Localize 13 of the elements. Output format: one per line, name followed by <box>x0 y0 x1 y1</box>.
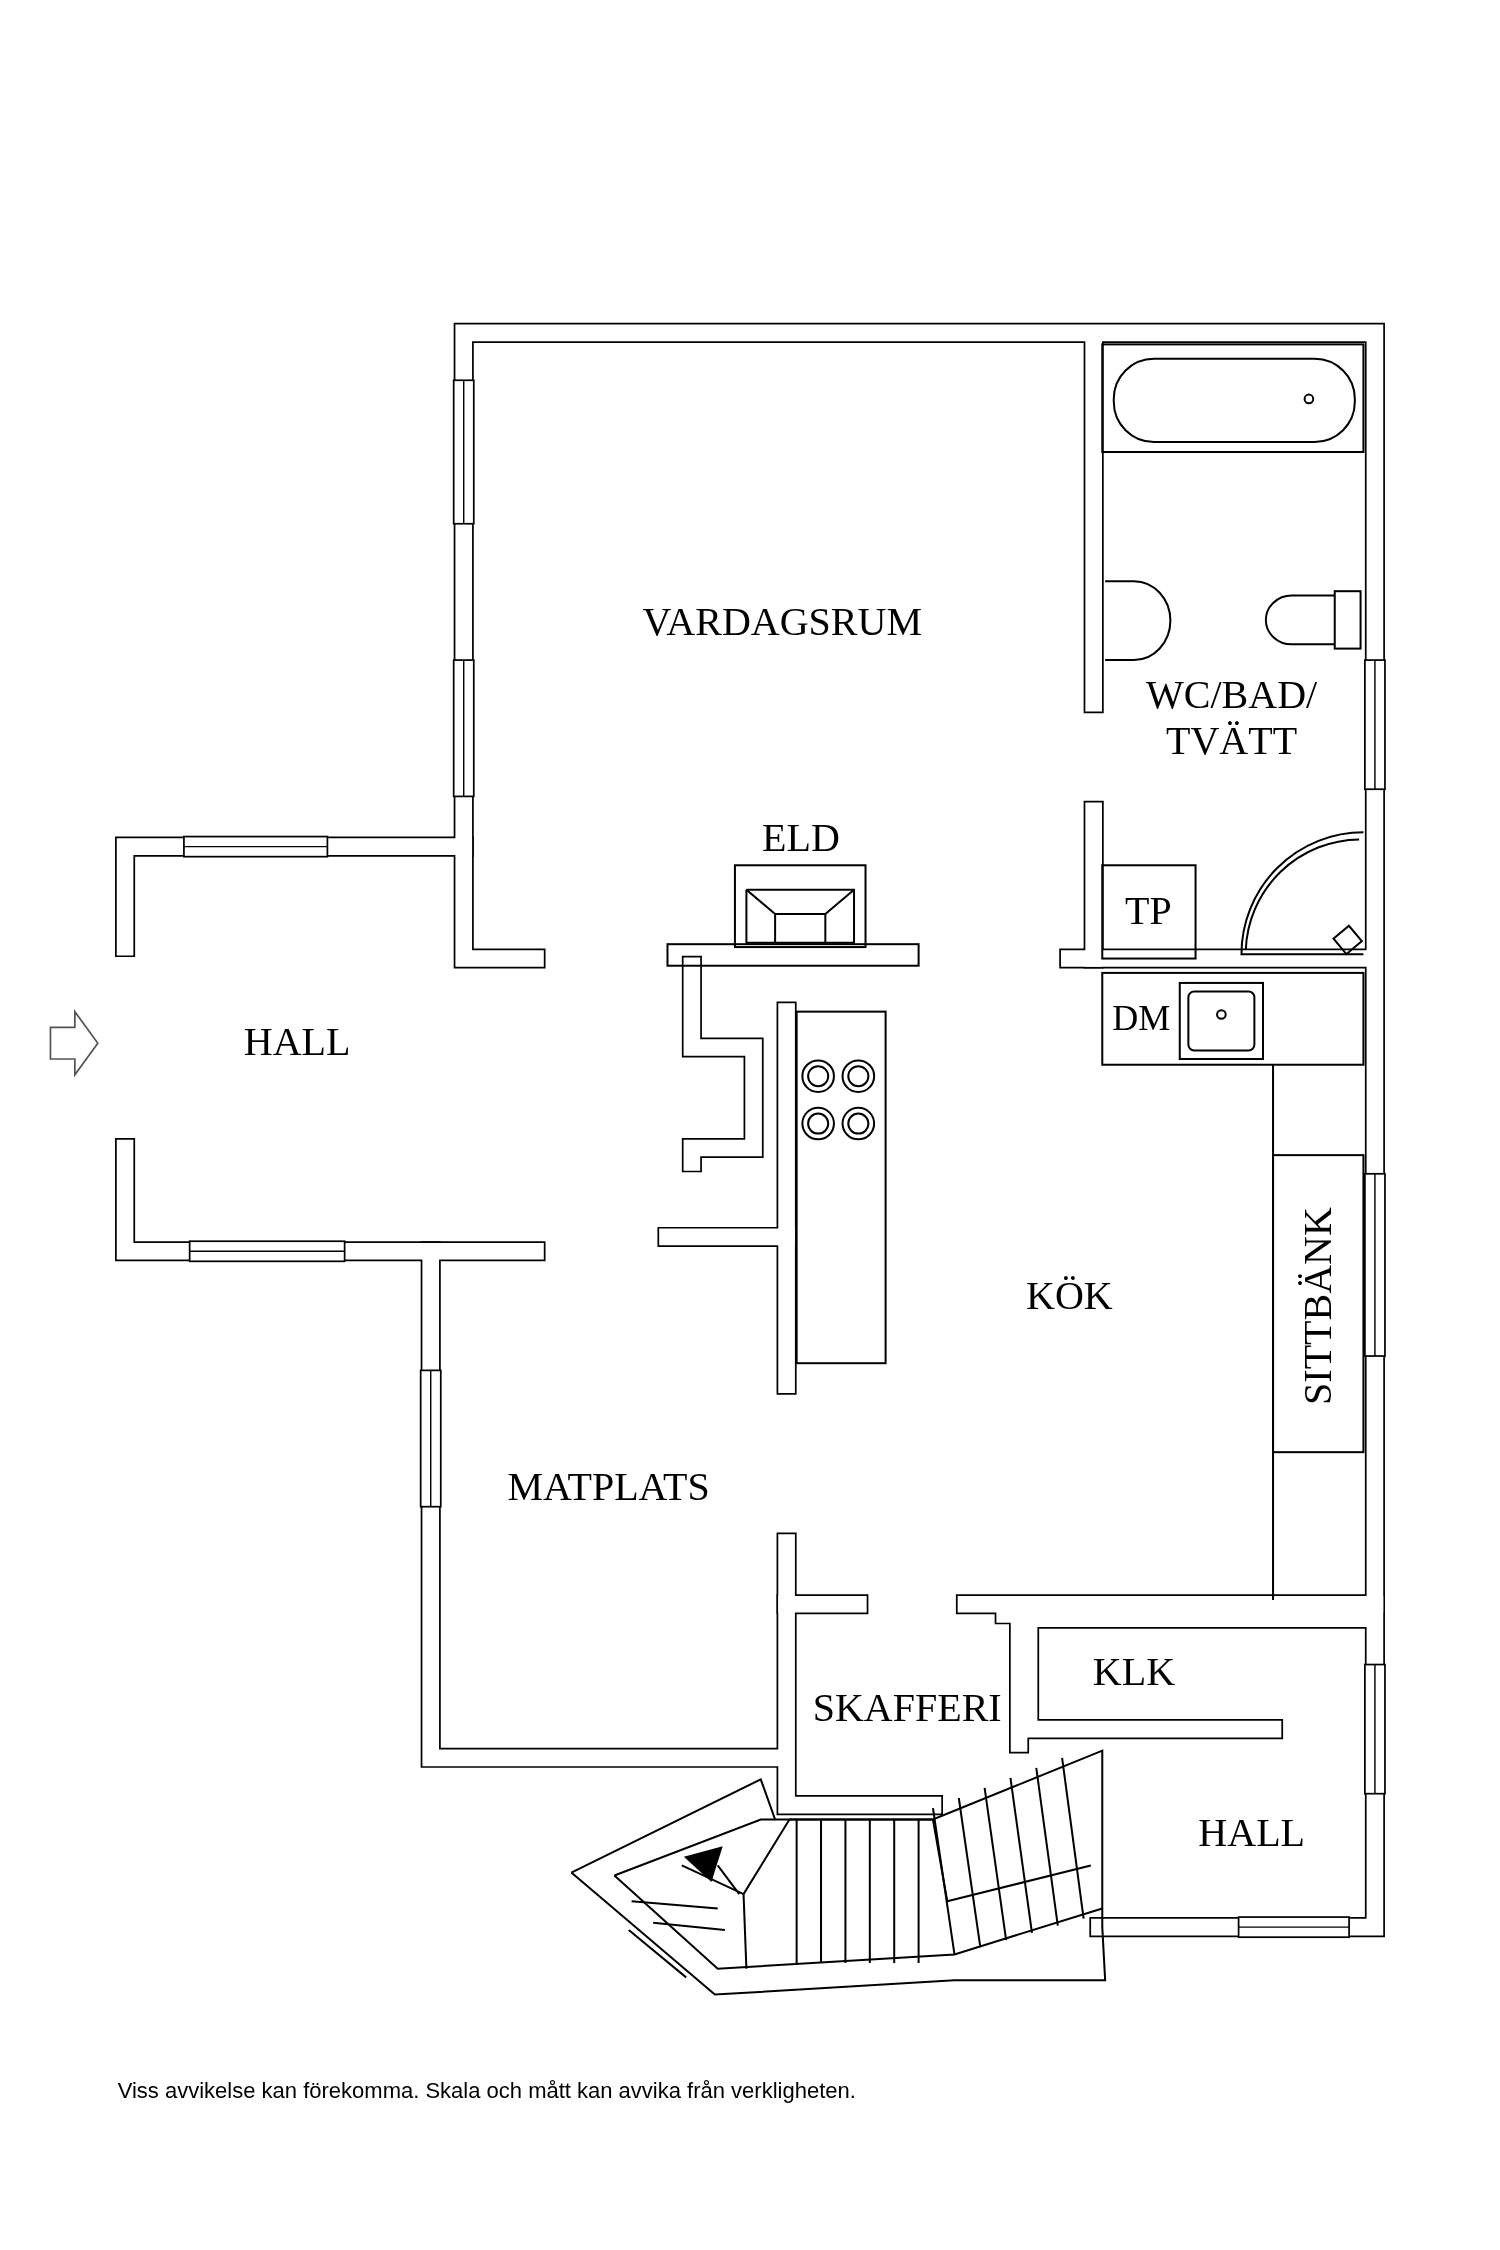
room-label: HALL <box>1198 1810 1305 1856</box>
room-label: TP <box>1124 888 1172 935</box>
room-label: KLK <box>1092 1649 1176 1696</box>
room-label: VARDAGSRUM <box>642 598 922 645</box>
room-label: DM <box>1112 998 1171 1040</box>
room-label: KÖK <box>1026 1273 1113 1320</box>
room-label: SKAFFERI <box>812 1685 1002 1732</box>
room-label: HALL <box>243 1019 351 1066</box>
room-label: MATPLATS <box>507 1464 710 1511</box>
room-label: WC/BAD/ TVÄTT <box>1145 671 1319 764</box>
room-label: SITTBÄNK <box>1294 1207 1341 1406</box>
room-label: ELD <box>762 815 840 862</box>
disclaimer-note: Viss avvikelse kan förekomma. Skala och mått kan avvika från verkligheten. <box>117 2078 856 2105</box>
